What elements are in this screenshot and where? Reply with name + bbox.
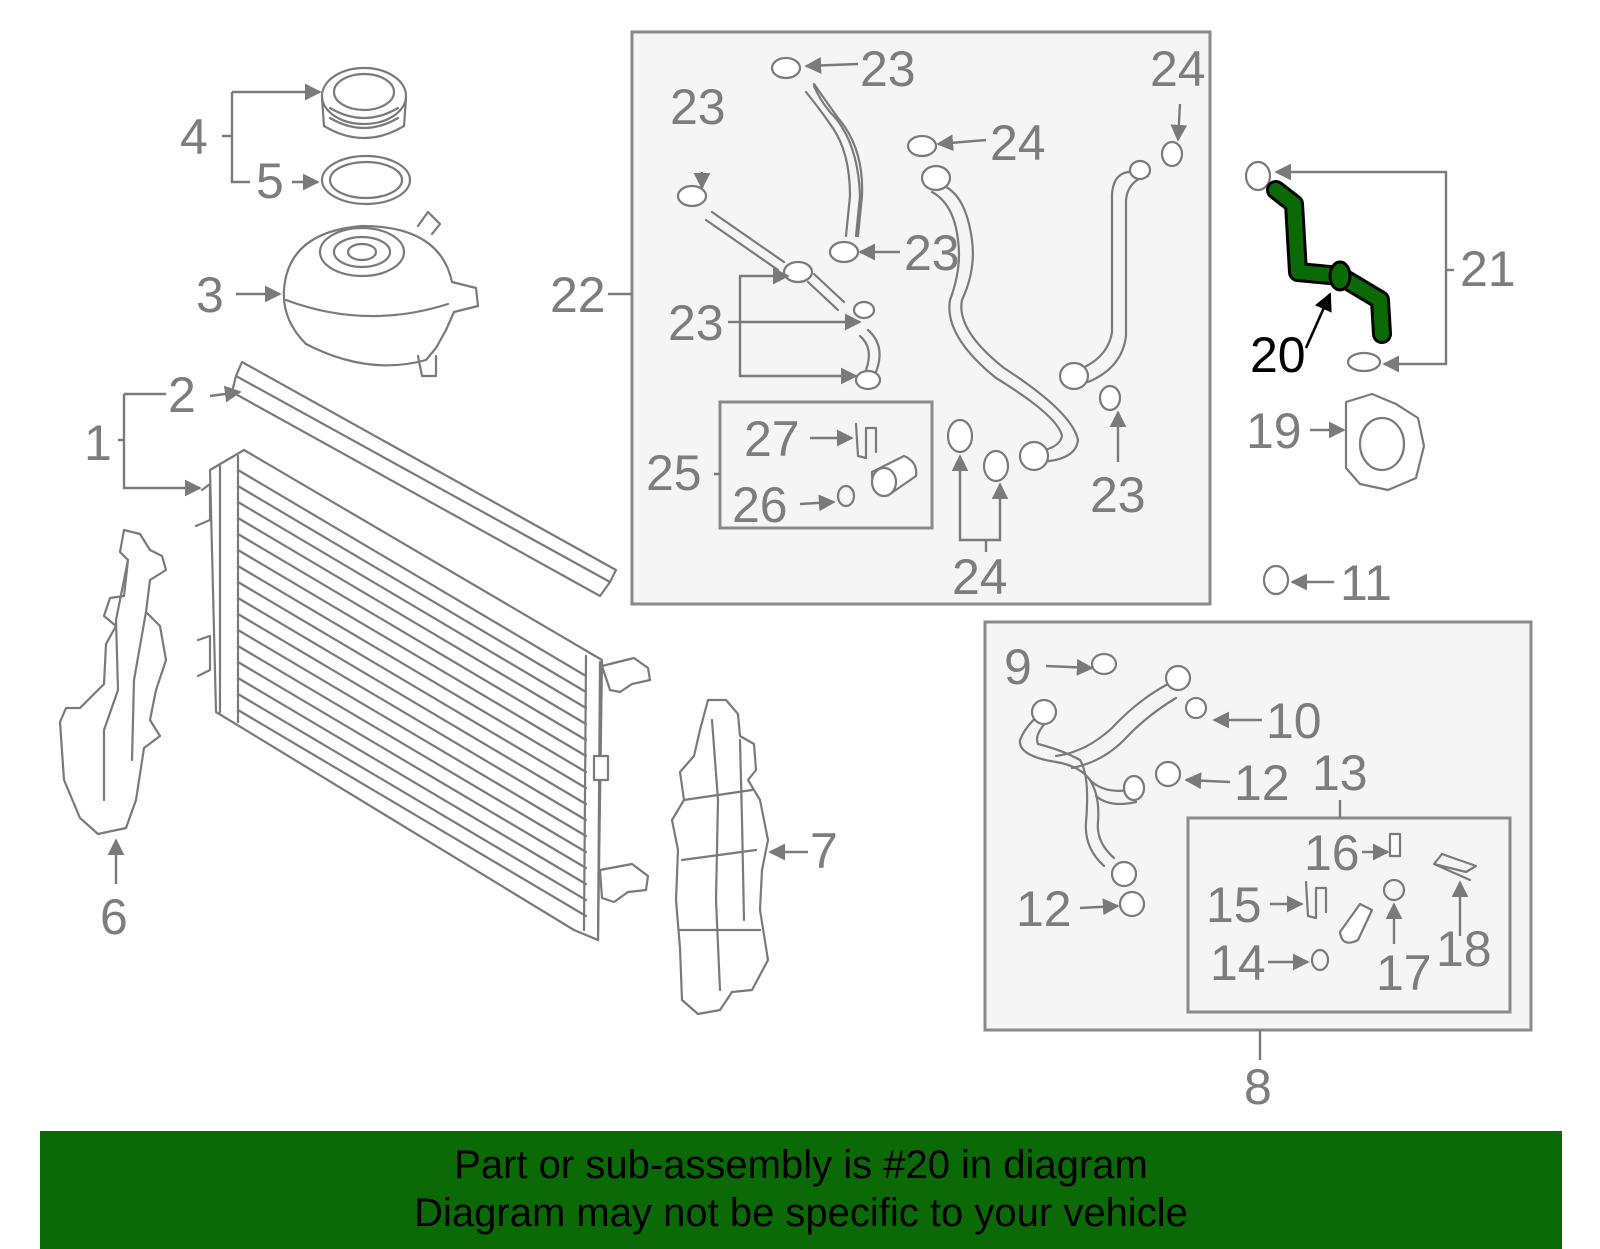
group-box-13 bbox=[1186, 816, 1512, 1014]
label-24-c: 24 bbox=[952, 549, 1008, 605]
seal-strip-part-2 bbox=[230, 360, 618, 598]
label-12-b: 12 bbox=[1016, 881, 1072, 937]
label-10: 10 bbox=[1266, 693, 1322, 749]
label-3: 3 bbox=[196, 267, 224, 323]
label-23-d: 23 bbox=[668, 295, 724, 351]
radiator-part-1 bbox=[194, 448, 652, 942]
air-guide-part-6 bbox=[58, 528, 168, 836]
group-box-22 bbox=[630, 30, 1212, 606]
label-23-c: 23 bbox=[904, 225, 960, 281]
coolant-pump-part-19 bbox=[1344, 351, 1426, 492]
clamp-part-21-top bbox=[1244, 160, 1272, 192]
reservoir-seal-part-5 bbox=[320, 154, 412, 206]
part-info-banner: Part or sub-assembly is #20 in diagram D… bbox=[40, 1131, 1562, 1249]
label-13: 13 bbox=[1312, 745, 1368, 801]
clamp-part-11 bbox=[1262, 564, 1290, 596]
label-27: 27 bbox=[744, 411, 800, 467]
label-11: 11 bbox=[1340, 555, 1392, 611]
label-26: 26 bbox=[732, 477, 788, 533]
reservoir-cap-part-4 bbox=[320, 66, 408, 140]
label-23-b: 23 bbox=[670, 79, 726, 135]
label-23-e: 23 bbox=[1090, 467, 1146, 523]
label-8: 8 bbox=[1244, 1059, 1272, 1115]
label-14: 14 bbox=[1210, 935, 1266, 991]
label-21: 21 bbox=[1460, 241, 1516, 297]
expansion-tank-part-3 bbox=[282, 210, 480, 378]
part-number-labels: 4 5 3 2 1 6 7 22 23 23 23 23 23 24 24 24… bbox=[84, 41, 1516, 1115]
label-23-a: 23 bbox=[860, 41, 916, 97]
label-1: 1 bbox=[84, 415, 112, 471]
group-box-25 bbox=[718, 400, 934, 530]
temp-sensor-part-25 bbox=[836, 422, 918, 508]
label-19: 19 bbox=[1246, 403, 1302, 459]
label-2: 2 bbox=[168, 367, 196, 423]
label-25: 25 bbox=[646, 445, 702, 501]
clamps-part-23-24 bbox=[676, 56, 1184, 483]
label-7: 7 bbox=[810, 823, 838, 879]
label-17: 17 bbox=[1376, 945, 1432, 1001]
label-16: 16 bbox=[1304, 825, 1360, 881]
label-5: 5 bbox=[256, 153, 284, 209]
banner-line-part: Part or sub-assembly is #20 in diagram bbox=[454, 1143, 1148, 1187]
label-22: 22 bbox=[550, 267, 606, 323]
label-24-a: 24 bbox=[990, 115, 1046, 171]
box8-small-parts bbox=[1090, 652, 1478, 972]
leader-lines bbox=[107, 57, 1469, 1060]
label-18: 18 bbox=[1436, 921, 1492, 977]
group-box-8 bbox=[983, 620, 1533, 1032]
label-6: 6 bbox=[100, 889, 128, 945]
hose-part-20-highlighted bbox=[1266, 180, 1392, 344]
banner-line-disclaimer: Diagram may not be specific to your vehi… bbox=[414, 1191, 1188, 1235]
label-20-highlighted: 20 bbox=[1250, 327, 1306, 383]
coolant-pipe-part-8 bbox=[1018, 664, 1192, 888]
hose-assembly-part-22 bbox=[704, 82, 1152, 472]
label-9: 9 bbox=[1004, 639, 1032, 695]
label-4: 4 bbox=[180, 109, 208, 165]
air-guide-part-7 bbox=[670, 698, 770, 1016]
label-24-b: 24 bbox=[1150, 41, 1206, 97]
label-12-a: 12 bbox=[1234, 755, 1290, 811]
label-15: 15 bbox=[1206, 877, 1262, 933]
